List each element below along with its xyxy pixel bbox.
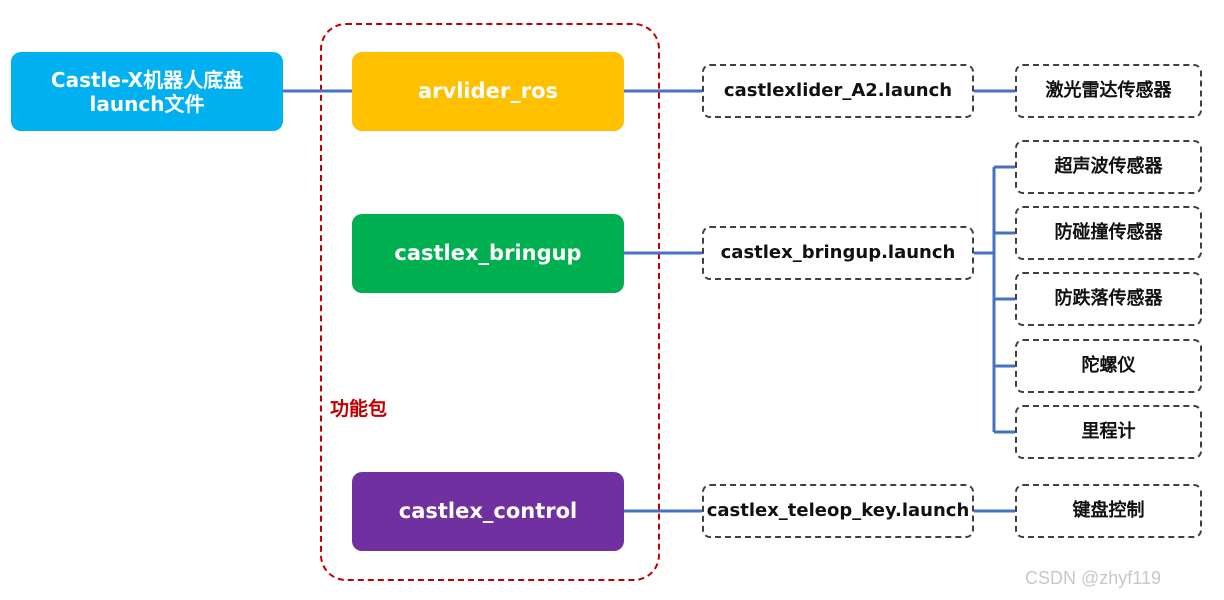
castlex-bringup-launch-node: castlex_bringup.launch <box>702 226 974 280</box>
root-title-line-1: Castle-X机器人底盘 <box>50 67 244 92</box>
ultrasonic-sensor-node: 超声波传感器 <box>1015 140 1202 194</box>
lidar-sensor-node: 激光雷达传感器 <box>1015 64 1202 118</box>
root-title-line-2: launch文件 <box>89 91 205 116</box>
fall-prevention-sensor-node: 防跌落传感器 <box>1015 272 1202 326</box>
keyboard-control-node: 键盘控制 <box>1015 484 1202 538</box>
castlexlider-a2-launch-node: castlexlider_A2.launch <box>702 64 974 118</box>
gyroscope-node: 陀螺仪 <box>1015 339 1202 393</box>
csdn-watermark: CSDN @zhyf119 <box>1025 568 1161 588</box>
castlex-bringup-package-node: castlex_bringup <box>352 214 624 293</box>
chassis-launch-root-node: Castle-X机器人底盘 launch文件 <box>11 52 283 131</box>
castlex-teleop-key-launch-node: castlex_teleop_key.launch <box>702 484 974 538</box>
castlex-control-package-node: castlex_control <box>352 472 624 551</box>
collision-sensor-node: 防碰撞传感器 <box>1015 206 1202 260</box>
function-package-group <box>320 23 660 581</box>
function-package-label: 功能包 <box>330 398 388 420</box>
arvlider-ros-package-node: arvlider_ros <box>352 52 624 131</box>
odometer-node: 里程计 <box>1015 405 1202 459</box>
